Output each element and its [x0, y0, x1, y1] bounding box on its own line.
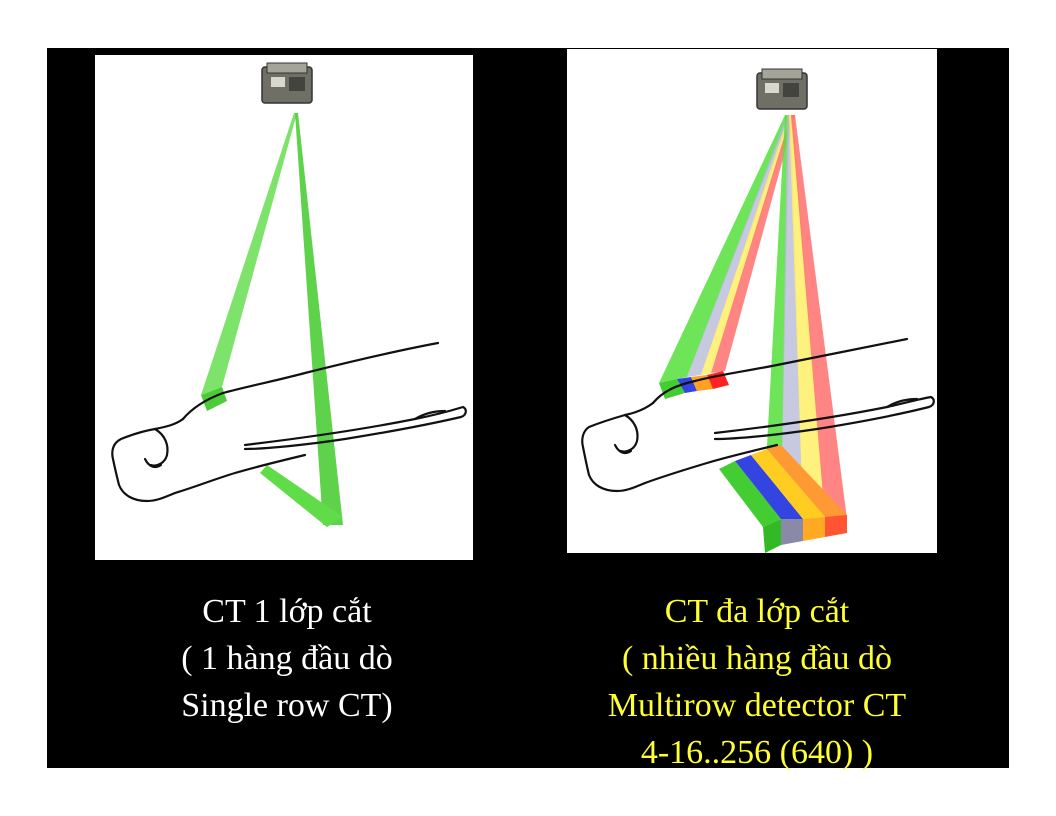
- single-row-ct-illustration: [95, 55, 473, 560]
- patient-outline: [581, 337, 935, 493]
- beam-green-left: [659, 115, 789, 383]
- xray-beam-back: [295, 113, 343, 525]
- multirow-ct-caption: CT đa lớp cắt ( nhiều hàng đầu dò Multir…: [537, 588, 977, 776]
- caption-line: ( 1 hàng đầu dò: [181, 640, 393, 677]
- detector-strip: [260, 465, 343, 527]
- patient-outline: [111, 341, 467, 503]
- beam-red-left: [711, 115, 795, 373]
- beam-yellow-right: [789, 115, 825, 519]
- beam-gray-left: [687, 115, 791, 377]
- caption-line: Single row CT): [181, 687, 393, 724]
- beam-gray-right: [781, 115, 803, 519]
- xray-tube-icon: [756, 68, 808, 110]
- xray-tube-icon: [261, 62, 313, 104]
- caption-line: Multirow detector CT: [607, 687, 907, 724]
- slide-background: CT 1 lớp cắt ( 1 hàng đầu dò Single row …: [47, 48, 1009, 771]
- caption-line: ( nhiều hàng đầu dò: [621, 640, 893, 677]
- xray-beam-front: [201, 113, 297, 395]
- caption-line: CT 1 lớp cắt: [202, 593, 372, 630]
- single-row-ct-caption: CT 1 lớp cắt ( 1 hàng đầu dò Single row …: [107, 588, 467, 729]
- beam-red-right: [791, 115, 847, 519]
- single-row-ct-diagram: [111, 62, 467, 527]
- caption-line: CT đa lớp cắt: [664, 593, 850, 630]
- beam-yellow-left: [701, 115, 793, 375]
- caption-line: 4-16..256 (640) ): [640, 734, 874, 771]
- detector-array: [719, 445, 847, 553]
- multirow-ct-illustration: [567, 49, 937, 553]
- multirow-ct-diagram: [581, 68, 935, 553]
